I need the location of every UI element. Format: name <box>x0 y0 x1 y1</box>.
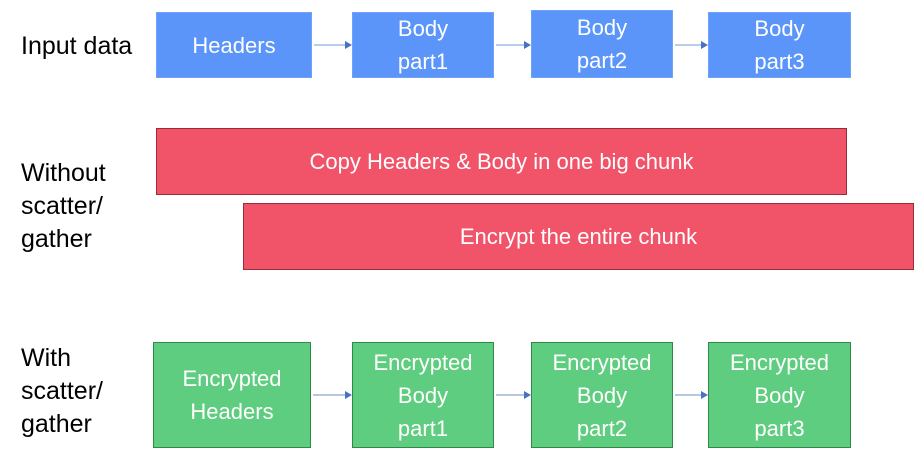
arrow-enc-headers-to-part1 <box>313 391 352 399</box>
arrow-enc-part2-to-part3 <box>675 391 708 399</box>
encrypted-headers-box: Encrypted Headers <box>153 342 311 448</box>
label-input-data: Input data <box>21 32 133 60</box>
encrypted-body-part2-box: Encrypted Body part2 <box>531 342 673 448</box>
label-without-scatter-gather: Without scatter/ gather <box>21 159 106 253</box>
arrow-part2-to-part3 <box>675 41 708 49</box>
arrow-enc-part1-to-part2 <box>496 391 531 399</box>
encrypted-body-part3-box: Encrypted Body part3 <box>708 342 851 448</box>
encrypt-chunk-bar: Encrypt the entire chunk <box>243 203 914 270</box>
headers-box: Headers <box>156 12 312 78</box>
arrow-part1-to-part2 <box>496 41 531 49</box>
body-part3-box: Body part3 <box>708 12 851 78</box>
body-part1-box: Body part1 <box>352 12 494 78</box>
arrow-headers-to-part1 <box>314 41 352 49</box>
label-with-scatter-gather: With scatter/ gather <box>21 344 103 438</box>
copy-chunk-bar: Copy Headers & Body in one big chunk <box>156 128 847 195</box>
body-part2-box: Body part2 <box>531 10 673 78</box>
encrypted-body-part1-box: Encrypted Body part1 <box>352 342 494 448</box>
